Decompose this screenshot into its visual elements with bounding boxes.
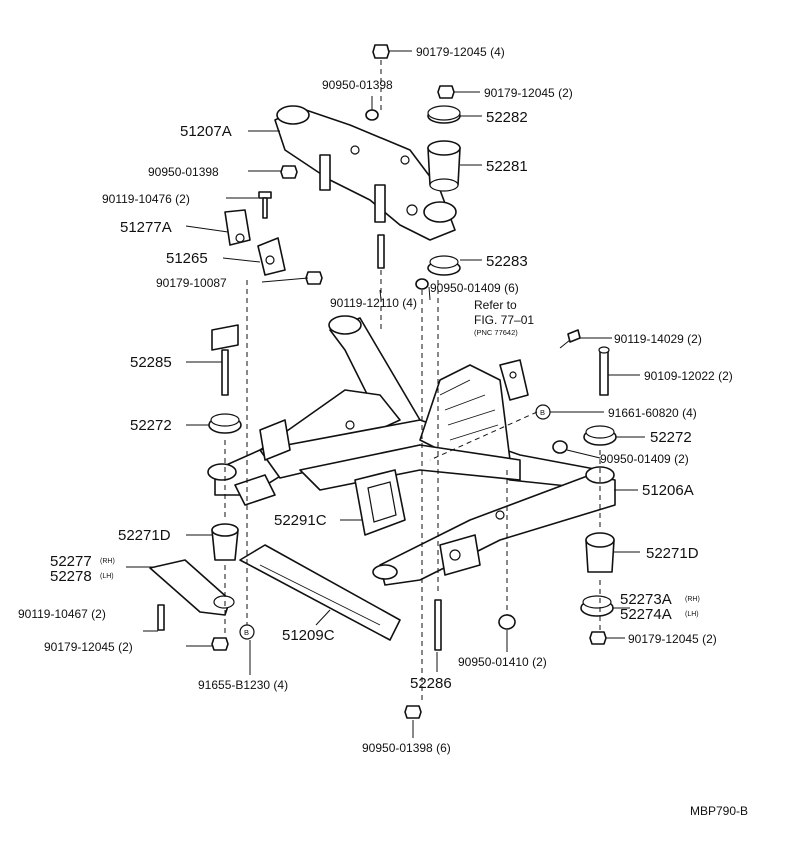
label-52271D-right: 52271D — [646, 545, 699, 562]
label-90950-01398-6: 90950-01398 (6) — [362, 741, 451, 755]
damper-51277A — [224, 209, 251, 246]
bushing-52281 — [427, 140, 461, 192]
washer-90950-01398-top — [365, 109, 379, 121]
figure-code: MBP790-B — [690, 804, 748, 818]
cushion-52271D-right — [585, 532, 615, 573]
label-90950-01409-6: 90950-01409 (6) — [430, 281, 519, 295]
label-refer-line3: (PNC 77642) — [474, 328, 518, 337]
bracket-52277-52278 — [149, 559, 235, 616]
label-52278: 52278 — [50, 568, 92, 585]
bracket-51265 — [257, 237, 286, 276]
label-52281: 52281 — [486, 158, 528, 175]
plate-52291C — [354, 469, 406, 536]
marker-b-right-text: B — [540, 408, 545, 417]
label-52277-side: (RH) — [100, 558, 115, 565]
label-90179-12045-4: 90179-12045 (4) — [416, 45, 505, 59]
label-52272-left: 52272 — [130, 417, 172, 434]
label-52274A: 52274A — [620, 606, 672, 623]
bushing-52283 — [427, 255, 461, 276]
label-refer-line1: Refer to — [474, 298, 517, 312]
label-52277: 52277 — [50, 553, 92, 570]
damper-52285 — [211, 324, 239, 396]
label-52274A-side: (LH) — [685, 611, 699, 618]
label-90109-12022: 90109-12022 (2) — [644, 369, 733, 383]
cushion-52272-left — [208, 413, 242, 434]
label-90179-10087: 90179-10087 — [156, 276, 227, 290]
label-90179-12045-2-br: 90179-12045 (2) — [628, 632, 717, 646]
subframe-51206A — [207, 315, 616, 586]
label-90119-12110: 90119-12110 (4) — [330, 296, 417, 310]
label-90950-01398-left: 90950-01398 — [148, 165, 219, 179]
label-52272-right: 52272 — [650, 429, 692, 446]
label-51207A: 51207A — [180, 123, 232, 140]
label-90119-10467: 90119-10467 (2) — [18, 607, 106, 621]
bushing-52282 — [427, 105, 461, 124]
bolt-90119-10476 — [258, 191, 272, 219]
marker-b-bottom-text: B — [244, 628, 249, 637]
stud-90109-12022 — [598, 346, 610, 396]
label-refer-line2: FIG. 77–01 — [474, 313, 534, 327]
label-51206A: 51206A — [642, 482, 694, 499]
label-52285: 52285 — [130, 354, 172, 371]
label-91661-60820: 91661-60820 (4) — [608, 406, 697, 420]
cushion-52273A-52274A — [580, 595, 614, 617]
label-51277A: 51277A — [120, 219, 172, 236]
label-90950-01410: 90950-01410 (2) — [458, 655, 547, 669]
bolt-90119-14029 — [559, 329, 581, 349]
cushion-52271D-left — [211, 523, 239, 561]
cushion-52272-right — [583, 425, 617, 446]
label-52282: 52282 — [486, 109, 528, 126]
label-52273A: 52273A — [620, 591, 672, 608]
label-52278-side: (LH) — [100, 573, 114, 580]
label-91655-B1230: 91655-B1230 (4) — [198, 678, 288, 692]
label-90119-10476: 90119-10476 (2) — [102, 192, 190, 206]
label-90119-14029: 90119-14029 (2) — [614, 332, 702, 346]
label-90950-01409-2: 90950-01409 (2) — [600, 452, 689, 466]
label-51209C: 51209C — [282, 627, 335, 644]
label-90179-12045-2-top: 90179-12045 (2) — [484, 86, 573, 100]
label-51265: 51265 — [166, 250, 208, 267]
label-90179-12045-2-bl: 90179-12045 (2) — [44, 640, 133, 654]
member-51207A — [274, 105, 457, 241]
label-52273A-side: (RH) — [685, 596, 700, 603]
label-52286: 52286 — [410, 675, 452, 692]
label-52271D-left: 52271D — [118, 527, 171, 544]
label-52291C: 52291C — [274, 512, 327, 529]
label-90950-01398-top: 90950-01398 — [322, 78, 393, 92]
nut-90179-12045-top — [372, 44, 390, 59]
plate-51209C — [239, 544, 401, 641]
label-52283: 52283 — [486, 253, 528, 270]
